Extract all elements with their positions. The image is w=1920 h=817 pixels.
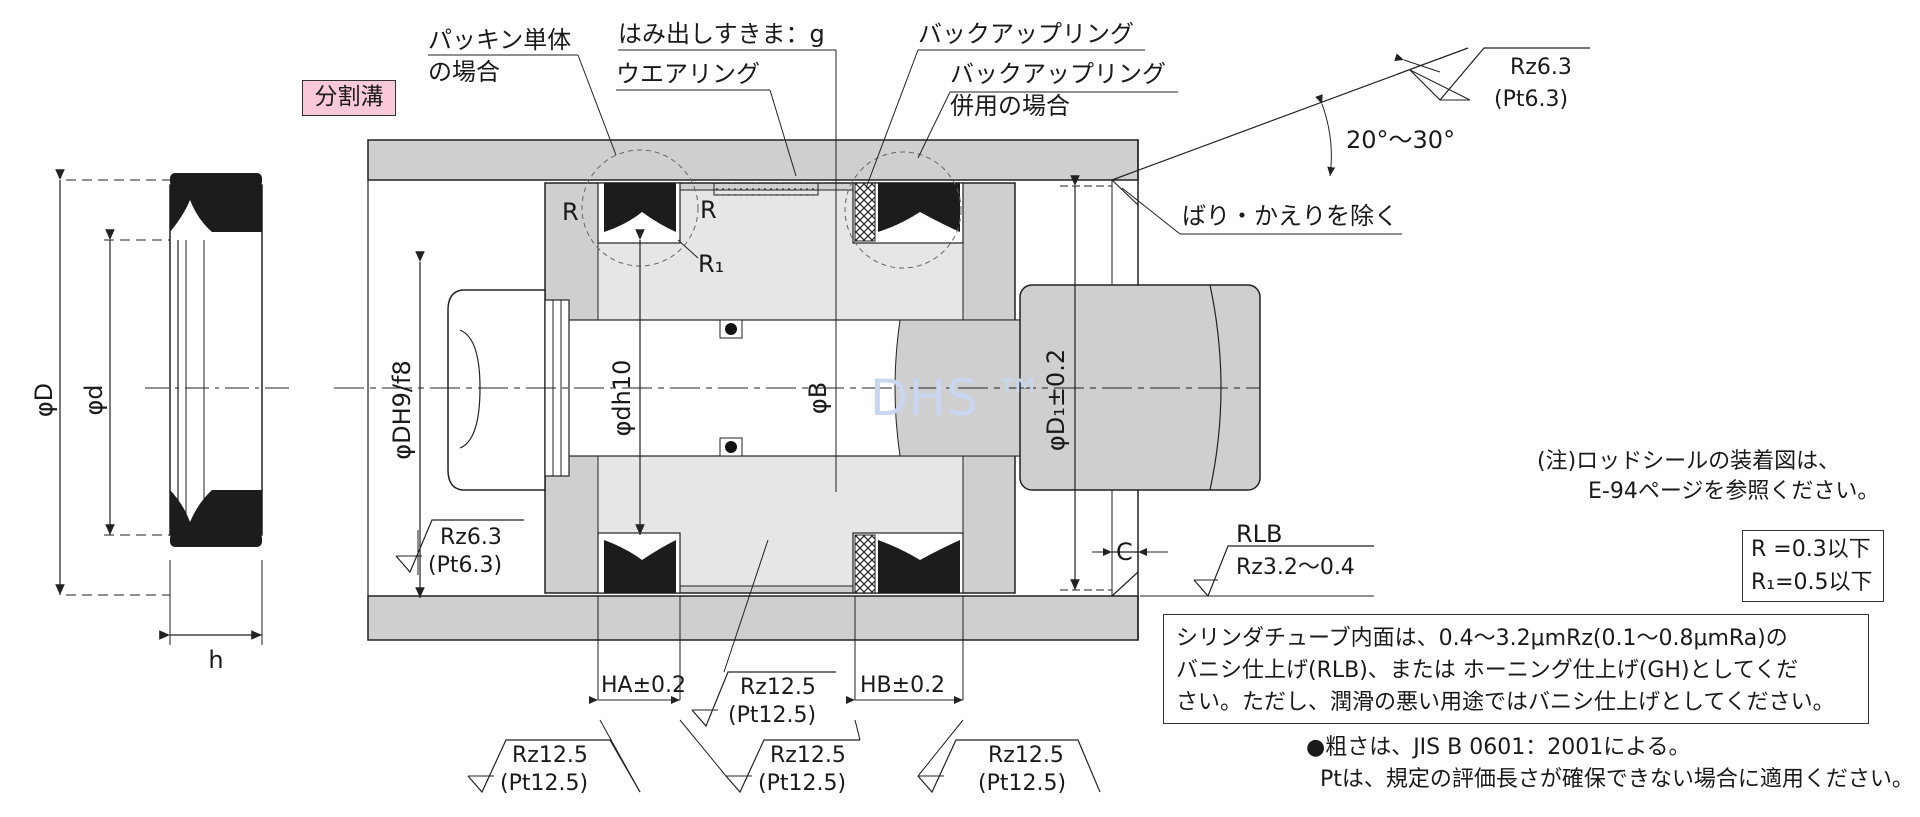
cylinder-note-line-1: シリンダチューブ内面は、0.4～3.2μmRz(0.1～0.8μmRa)の	[1176, 626, 1788, 651]
rough-center-2: (Pt12.5)	[728, 703, 816, 728]
top-callouts: パッキン単体 の場合 はみ出しすきま：g ウエアリング バックアップリング バッ…	[395, 20, 1590, 796]
watermark: DHS ™	[870, 369, 1044, 427]
rough-bottom-c-2: (Pt12.5)	[978, 771, 1066, 796]
label-R1: R₁	[698, 250, 724, 278]
radius-spec-R: R =0.3以下	[1751, 537, 1871, 562]
label-extrusion-gap: はみ出しすきま：g	[618, 20, 825, 48]
dim-HA: HA±0.2	[601, 673, 686, 698]
rough-bottom-c-1: Rz12.5	[988, 743, 1064, 768]
dim-phiDH: φDH9/f8	[388, 360, 416, 459]
wear-ring	[713, 182, 819, 196]
seal-installed-top-a	[604, 183, 676, 232]
rough-top-right-1: Rz6.3	[1510, 55, 1572, 80]
rough-center-1: Rz12.5	[740, 675, 816, 700]
label-R-right: R	[700, 196, 717, 224]
dim-phidh: φdh10	[608, 360, 636, 437]
rod-note-1: (注)ロッドシールの装着図は、	[1537, 449, 1841, 474]
cylinder-assembly: φDH9/f8 φdh10 φB φD₁±0.2 DHS ™ R R R₁ C …	[334, 139, 1261, 704]
label-R-left: R	[562, 198, 579, 226]
cylinder-tube-bottom	[367, 595, 1139, 641]
backup-ring-top	[854, 182, 876, 242]
standalone-seal-view: φD φd h	[30, 169, 290, 674]
rough-bottom-b-2: (Pt12.5)	[758, 771, 846, 796]
label-packing-alone-1: パッキン単体	[428, 26, 571, 54]
label-backup-combined-2: 併用の場合	[950, 92, 1070, 120]
dim-phid: φd	[80, 384, 108, 415]
rough-RLB: Rz3.2～0.4	[1236, 555, 1355, 580]
bottom-note-2: Ptは、規定の評価長さが確保できない場合に適用ください。	[1320, 767, 1914, 792]
rough-top-right-2: (Pt6.3)	[1494, 87, 1568, 112]
radius-spec-box: R =0.3以下 R₁=0.5以下	[1742, 530, 1884, 602]
label-wear-ring: ウエアリング	[616, 60, 760, 88]
rough-bottom-b-1: Rz12.5	[770, 743, 846, 768]
rod-note-2: E-94ページを参照ください。	[1588, 479, 1880, 504]
label-deburr: ばり・かえりを除く	[1182, 202, 1398, 230]
dim-h: h	[208, 646, 223, 674]
cylinder-note-line-3: さい。ただし、潤滑の悪い用途ではバニシ仕上げとしてください。	[1176, 690, 1835, 715]
radius-spec-R1: R₁=0.5以下	[1751, 570, 1873, 595]
label-backup-combined-1: バックアップリング	[950, 60, 1166, 88]
label-backup-ring: バックアップリング	[918, 20, 1134, 48]
label-angle: 20°～30°	[1346, 126, 1455, 154]
bottom-note-1: ●粗さは、JIS B 0601：2001による。	[1306, 735, 1691, 760]
dim-phiD: φD	[30, 383, 58, 417]
seal-top-profile	[170, 185, 262, 232]
seal-bottom-profile	[170, 490, 262, 535]
rough-bottom-a-1: Rz12.5	[512, 743, 588, 768]
cylinder-tube-top	[367, 139, 1139, 181]
seal-installed-bottom-a	[604, 540, 676, 593]
dim-C: C	[1116, 538, 1133, 566]
dim-phiD1: φD₁±0.2	[1042, 349, 1070, 451]
dim-HB: HB±0.2	[860, 673, 945, 698]
split-groove-tag: 分割溝	[302, 80, 396, 116]
seal-installed-bottom-b	[878, 540, 960, 593]
backup-ring-bottom	[854, 534, 876, 594]
label-packing-alone-2: の場合	[428, 58, 500, 86]
rough-left-mid-1: Rz6.3	[440, 525, 502, 550]
rough-left-mid-2: (Pt6.3)	[428, 553, 502, 578]
dim-phiB: φB	[804, 382, 832, 414]
nut	[447, 289, 546, 491]
cylinder-finish-note: シリンダチューブ内面は、0.4～3.2μmRz(0.1～0.8μmRa)の バニ…	[1163, 614, 1869, 724]
label-RLB: RLB	[1236, 520, 1283, 548]
seal-installed-top-b	[878, 183, 960, 232]
cylinder-note-line-2: バニシ仕上げ(RLB)、または ホーニング仕上げ(GH)としてくだ	[1176, 658, 1799, 683]
rough-bottom-a-2: (Pt12.5)	[500, 771, 588, 796]
